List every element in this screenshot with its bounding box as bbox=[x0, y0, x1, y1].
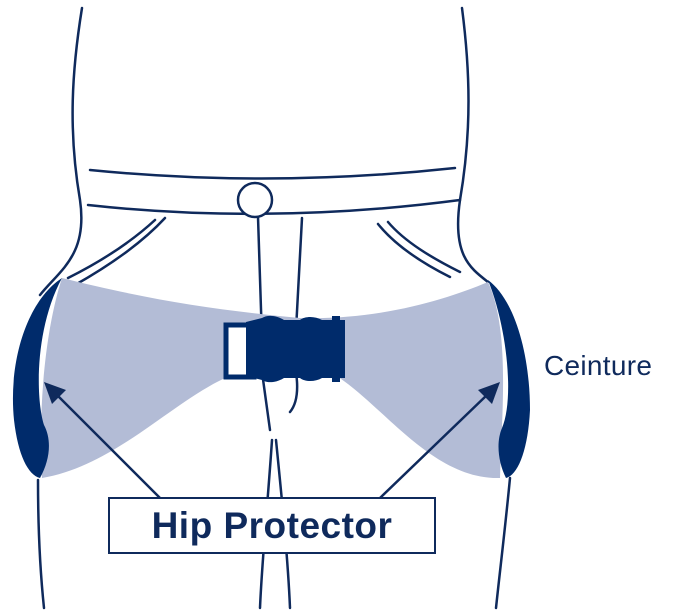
belt-label: Ceinture bbox=[544, 350, 652, 382]
buckle-icon bbox=[226, 316, 345, 382]
torso-left-outline bbox=[40, 8, 82, 295]
product-label-box: Hip Protector bbox=[108, 497, 436, 554]
waistband-top bbox=[90, 168, 455, 179]
product-label: Hip Protector bbox=[152, 505, 393, 547]
pocket-right-inner bbox=[388, 222, 460, 272]
leg-right-outer bbox=[496, 478, 510, 608]
pocket-left-outer bbox=[75, 218, 165, 285]
torso-right-outline bbox=[458, 8, 488, 282]
pocket-right-outer bbox=[378, 224, 450, 277]
fly-right bbox=[296, 218, 302, 330]
leg-left-outer bbox=[38, 480, 44, 608]
waistband-bottom bbox=[88, 200, 460, 214]
button-icon bbox=[238, 183, 272, 217]
